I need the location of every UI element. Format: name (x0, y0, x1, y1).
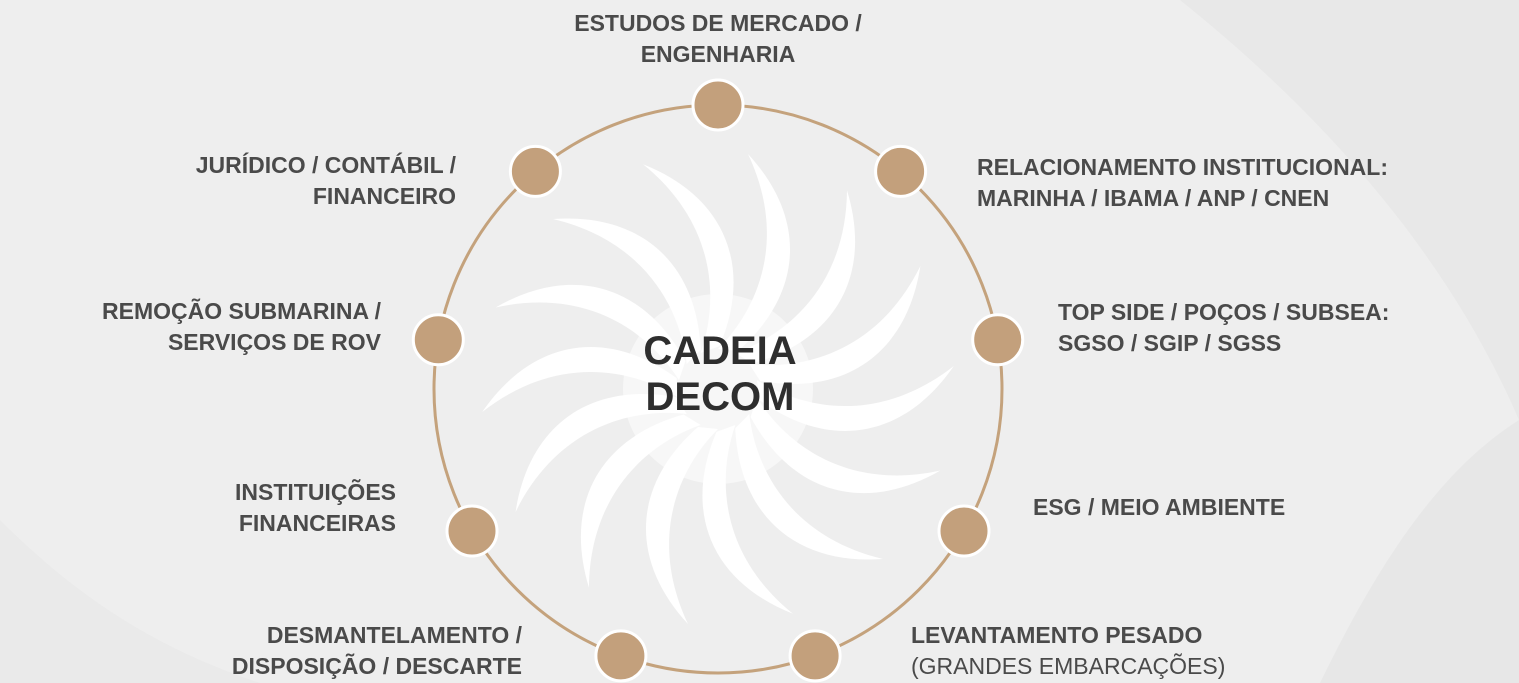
label-esg-meio-ambiente: ESG / MEIO AMBIENTE (1033, 492, 1285, 523)
swirl-blade (735, 413, 884, 560)
label-line: JURÍDICO / CONTÁBIL / (195, 152, 456, 178)
label-desmantelamento: DESMANTELAMENTO / DISPOSIÇÃO / DESCARTE (120, 620, 522, 682)
swirl-emblem (482, 154, 954, 624)
label-top-side: TOP SIDE / POÇOS / SUBSEA: SGSO / SGIP /… (1058, 297, 1389, 359)
node-dot (411, 313, 465, 367)
label-line: ENGENHARIA (640, 41, 796, 67)
node-dot (971, 313, 1025, 367)
label-line: DISPOSIÇÃO / DESCARTE (231, 653, 522, 679)
node-dot (691, 78, 745, 132)
node-dot (508, 144, 562, 198)
label-line-light: (GRANDES EMBARCAÇÕES) (911, 653, 1226, 679)
label-line: INSTITUIÇÕES (234, 479, 396, 505)
label-line: RELACIONAMENTO INSTITUCIONAL: (977, 154, 1389, 180)
swirl-blade (495, 285, 686, 381)
label-line: REMOÇÃO SUBMARINA / (102, 298, 381, 324)
node-dot (445, 504, 499, 558)
swirl-blade (645, 427, 718, 624)
label-levantamento-pesado: LEVANTAMENTO PESADO (GRANDES EMBARCAÇÕES… (911, 620, 1225, 682)
label-line: ESG / MEIO AMBIENTE (1033, 494, 1286, 520)
label-remocao-submarina: REMOÇÃO SUBMARINA / SERVIÇOS DE ROV (6, 296, 381, 358)
label-line: FINANCEIRO (312, 183, 456, 209)
swirl-blade (580, 414, 701, 588)
label-relacionamento-institucional: RELACIONAMENTO INSTITUCIONAL: MARINHA / … (977, 152, 1388, 214)
swirl-blade (718, 154, 791, 351)
node-dot (874, 144, 928, 198)
label-line: TOP SIDE / POÇOS / SUBSEA: (1058, 299, 1390, 325)
center-title: CADEIA DECOM (570, 328, 870, 420)
label-line: ESTUDOS DE MERCADO / (574, 10, 862, 36)
label-estudos-de-mercado: ESTUDOS DE MERCADO / ENGENHARIA (518, 8, 918, 70)
node-dot (788, 629, 842, 683)
swirl-blade (750, 397, 941, 493)
label-line: LEVANTAMENTO PESADO (911, 622, 1203, 648)
label-line: MARINHA / IBAMA / ANP / CNEN (977, 185, 1330, 211)
center-title-line2: DECOM (645, 375, 795, 419)
label-line: SERVIÇOS DE ROV (167, 329, 381, 355)
label-line: FINANCEIRAS (238, 510, 396, 536)
node-dot (594, 629, 648, 683)
label-juridico-contabil: JURÍDICO / CONTÁBIL / FINANCEIRO (100, 150, 456, 212)
center-title-line1: CADEIA (643, 329, 797, 373)
label-line: SGSO / SGIP / SGSS (1058, 330, 1282, 356)
label-line: DESMANTELAMENTO / (266, 622, 522, 648)
label-instituicoes-financeiras: INSTITUIÇÕES FINANCEIRAS (150, 477, 396, 539)
swirl-blade (552, 218, 701, 365)
swirl-blade (735, 190, 856, 364)
node-dot (937, 504, 991, 558)
swirl-core (623, 294, 813, 484)
